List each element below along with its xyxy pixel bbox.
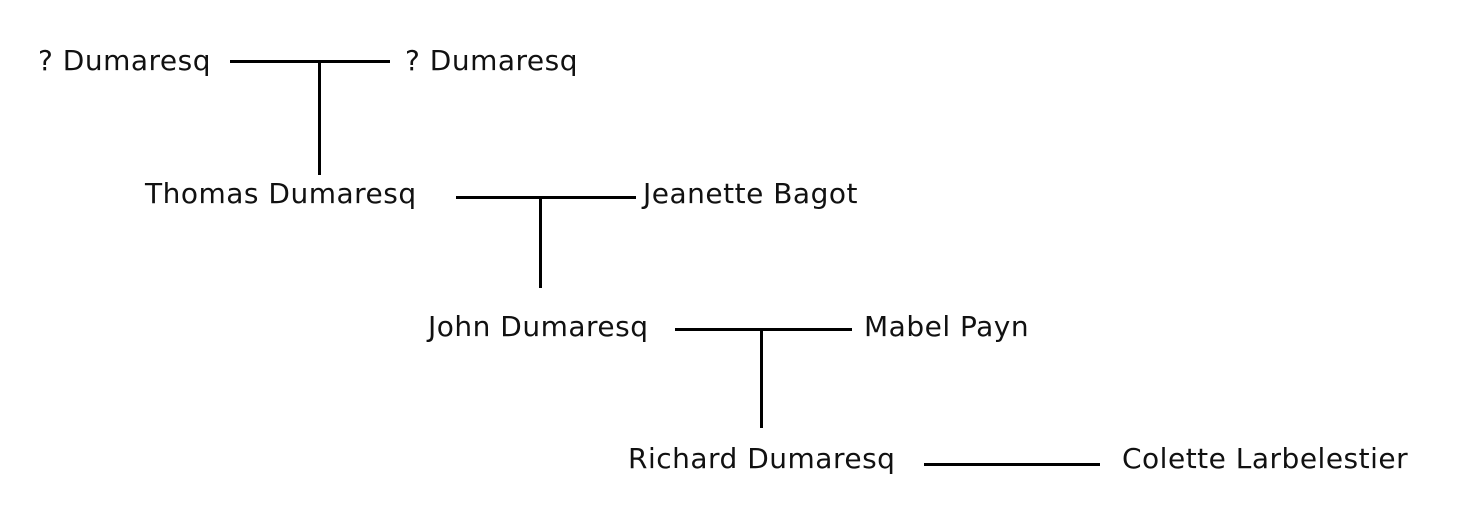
marriage-line xyxy=(456,196,636,199)
descent-line xyxy=(760,328,763,428)
person-thomas-dumaresq: Thomas Dumaresq xyxy=(145,177,417,210)
marriage-line xyxy=(230,60,390,63)
person-jeanette-bagot: Jeanette Bagot xyxy=(643,177,858,210)
person-richard-dumaresq: Richard Dumaresq xyxy=(628,442,896,475)
marriage-line xyxy=(675,328,852,331)
person-john-dumaresq: John Dumaresq xyxy=(428,310,649,343)
person-colette-larbelestier: Colette Larbelestier xyxy=(1122,442,1409,475)
marriage-line xyxy=(924,463,1100,466)
person-mabel-payn: Mabel Payn xyxy=(864,310,1030,343)
person-father-unknown: ? Dumaresq xyxy=(38,44,211,77)
descent-line xyxy=(318,60,321,175)
person-mother-unknown: ? Dumaresq xyxy=(405,44,578,77)
descent-line xyxy=(539,196,542,288)
